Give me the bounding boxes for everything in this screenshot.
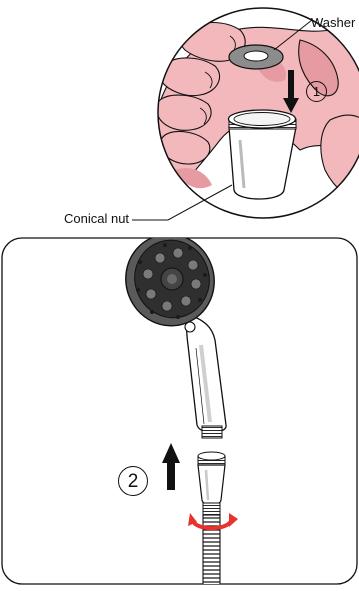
washer-label: Washer <box>311 16 355 29</box>
shower-hose <box>203 515 220 586</box>
detail-circle <box>132 8 359 220</box>
washer-ring <box>229 45 283 69</box>
conical-nut-label: Conical nut <box>64 212 129 225</box>
step-one-badge: 1 <box>306 81 327 102</box>
assembly-panel <box>2 222 357 586</box>
step-two-badge: 2 <box>118 466 148 496</box>
